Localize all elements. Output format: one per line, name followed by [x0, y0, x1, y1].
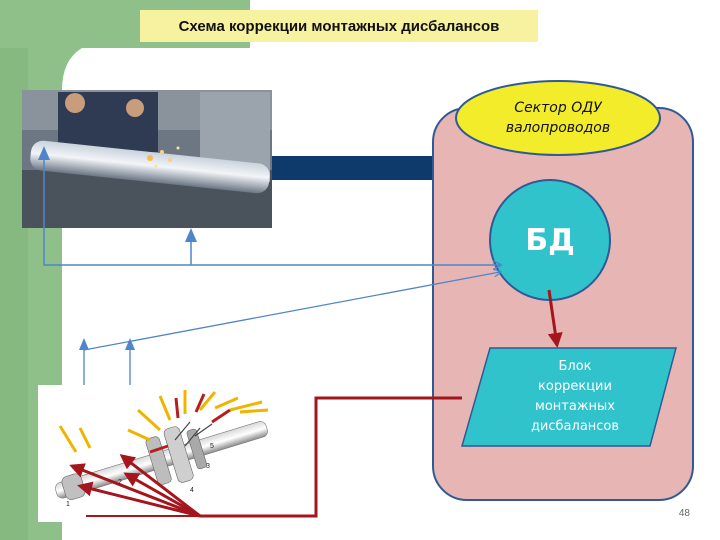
block-line1: Блок	[558, 357, 591, 377]
block-line2: коррекции	[538, 377, 612, 397]
block-line4: дисбалансов	[531, 417, 619, 437]
diagram-label-1: 1	[66, 501, 70, 508]
diagram-label-5: 5	[210, 443, 214, 450]
bd-label: БД	[490, 195, 610, 285]
diagram-label-2: 2	[118, 479, 122, 486]
page-number: 48	[660, 508, 690, 524]
blue-arrowhead-diagram-right	[125, 338, 135, 350]
sector-label-line1: Сектор ОДУ	[514, 98, 601, 118]
diagram-label-3: 3	[206, 463, 210, 470]
navy-bar	[270, 156, 438, 180]
slide-title: Схема коррекции монтажных дисбалансов	[140, 10, 538, 42]
sector-label: Сектор ОДУ валопроводов	[458, 88, 658, 148]
workshop-photo	[22, 90, 272, 228]
correction-block-label: Блок коррекции монтажных дисбалансов	[480, 352, 670, 442]
sector-label-line2: валопроводов	[506, 118, 610, 138]
diagram-label-4: 4	[190, 487, 194, 494]
blue-arrowhead-diagram-left	[79, 338, 89, 350]
blue-arrowhead-up-right	[185, 228, 197, 242]
slide-title-text: Схема коррекции монтажных дисбалансов	[179, 18, 500, 35]
block-line3: монтажных	[535, 397, 615, 417]
bd-label-text: БД	[525, 223, 575, 258]
